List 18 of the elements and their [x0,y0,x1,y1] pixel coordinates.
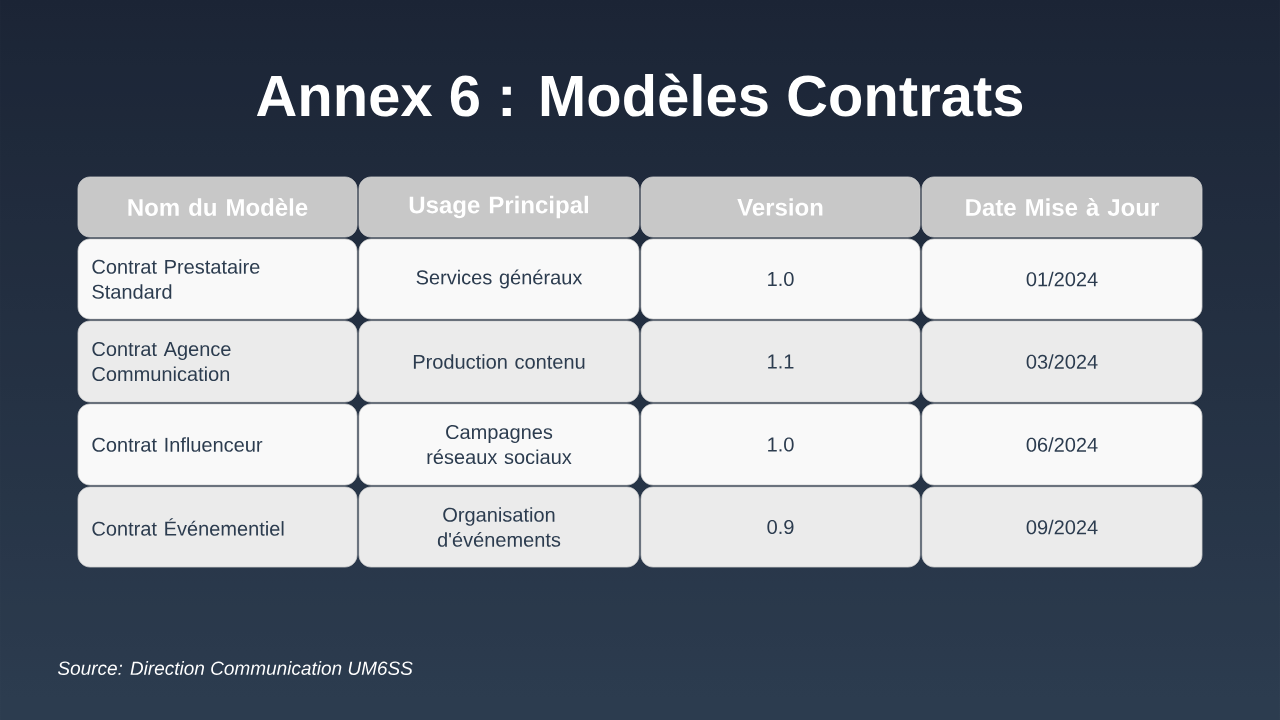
table-cell: Contrat Événementiel [77,486,358,568]
table-cell: 1.0 [640,238,921,320]
table-cell: Organisation d'événements [358,486,640,568]
table-cell: Services généraux [358,238,640,320]
table-cell: Contrat Prestataire Standard [77,238,358,320]
source-note: Source: Direction Communication UM6SS [57,661,413,675]
table-cell: Campagnes réseaux sociaux [358,403,640,486]
table-cell: 03/2024 [921,320,1203,403]
table-cell: Production contenu [358,320,640,403]
table-cell: 1.1 [640,320,921,403]
table-cell: 01/2024 [921,238,1203,320]
table-cell: 0.9 [640,486,921,568]
slide-title: Annex 6 : Modèles Contrats [256,73,1023,117]
table-cell: 06/2024 [921,403,1203,486]
table-cell: 09/2024 [921,486,1203,568]
table-cell: Contrat Influenceur [77,403,358,486]
table-cell: 1.0 [640,403,921,486]
table-cell: Contrat Agence Communication [77,320,358,403]
